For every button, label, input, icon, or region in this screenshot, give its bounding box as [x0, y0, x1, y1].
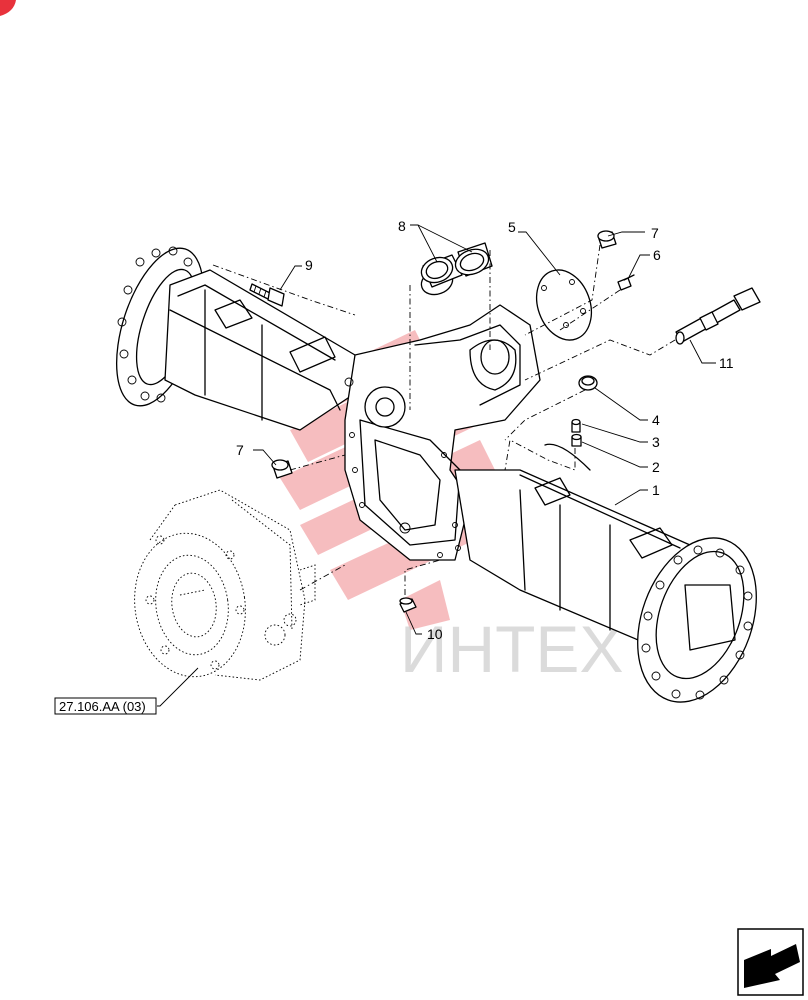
plug-part-4: [578, 375, 598, 391]
cover-plate-part-5: [535, 269, 593, 341]
pin-part-10: [399, 597, 417, 613]
arrow-icon[interactable]: [737, 928, 804, 996]
plug-part-3: [571, 418, 581, 433]
reference-assembly-outline: [134, 489, 316, 681]
assembly-lines: [212, 244, 676, 595]
callout-6: 6: [653, 247, 661, 263]
right-flange-bolt-holes: [641, 545, 753, 700]
callout-9: 9: [305, 257, 313, 273]
callout-7-top: 7: [651, 225, 659, 241]
callout-10: 10: [427, 626, 443, 642]
plug-part-7-top: [597, 230, 617, 249]
plug-part-2: [571, 433, 582, 447]
callout-3: 3: [652, 434, 660, 450]
axle-housing: [115, 246, 757, 703]
callout-1: 1: [652, 482, 660, 498]
fitting-part-6: [617, 274, 635, 291]
bolt-part-9: [249, 283, 285, 307]
plug-part-7-left: [271, 459, 293, 479]
watermark-text: ИНТЕХ: [400, 612, 623, 686]
reference-box-label: 27.106.AA (03): [59, 699, 146, 714]
sensor-part-11: [675, 287, 761, 345]
callout-5: 5: [508, 219, 516, 235]
callout-4: 4: [652, 412, 660, 428]
left-flange-bolt-holes: [117, 246, 193, 403]
callout-11: 11: [719, 355, 734, 371]
bushings-part-8: [420, 242, 493, 296]
callout-8: 8: [398, 218, 406, 234]
corner-badge-icon: [0, 0, 16, 16]
carrier-bolt-holes: [344, 377, 461, 558]
callout-7-left: 7: [236, 442, 244, 458]
leader-lines: [157, 224, 716, 707]
reference-box[interactable]: [54, 697, 157, 715]
callout-2: 2: [652, 459, 660, 475]
